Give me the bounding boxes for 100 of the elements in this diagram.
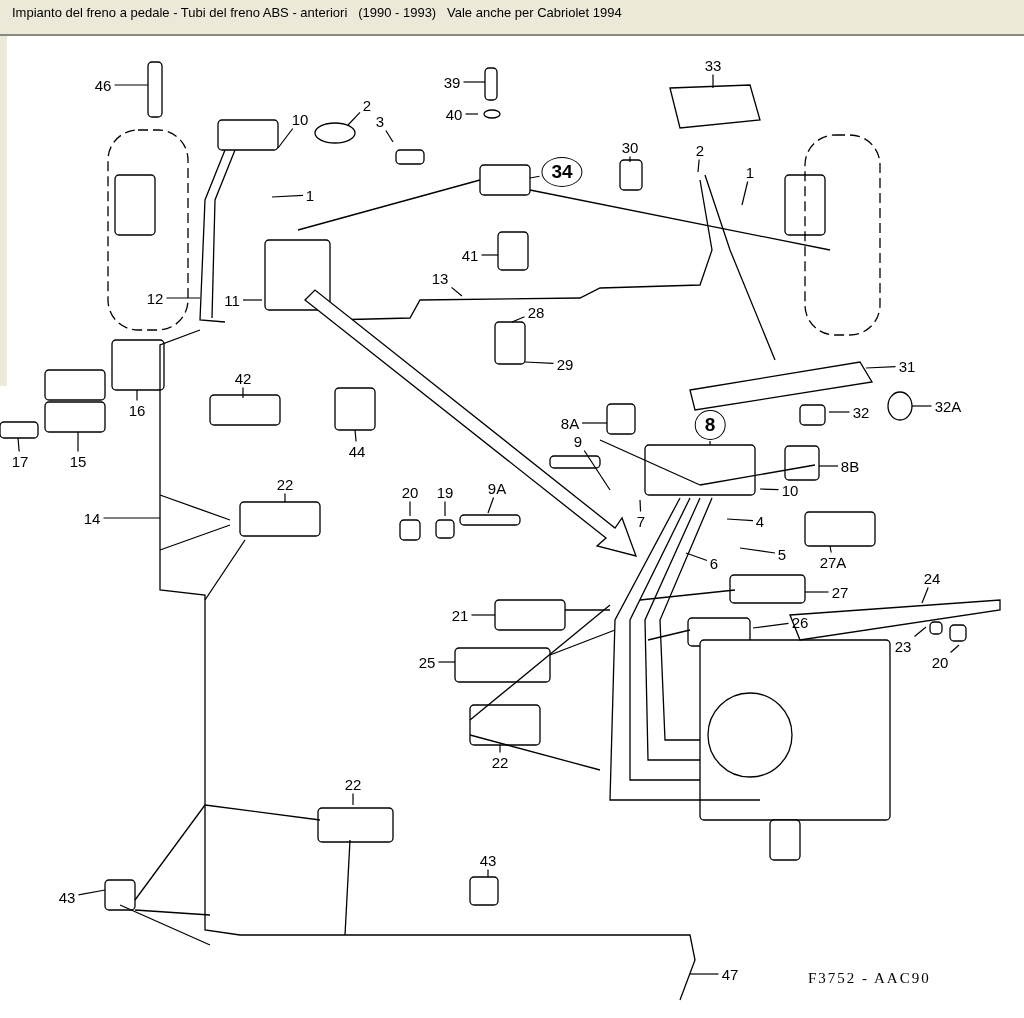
circled-callout-number: 34 xyxy=(541,157,583,187)
callout-number: 24 xyxy=(922,569,942,587)
callout-number: 23 xyxy=(893,637,913,655)
leader-line xyxy=(450,286,463,297)
leader-line xyxy=(828,411,851,413)
leader-line xyxy=(818,465,839,467)
leader-line xyxy=(921,586,929,604)
leader-line xyxy=(165,297,201,299)
callout-number: 41 xyxy=(460,246,480,264)
leader-line xyxy=(347,111,361,126)
leader-line xyxy=(242,299,263,301)
leader-line xyxy=(499,744,501,754)
callout-number: 22 xyxy=(490,753,510,771)
leader-line xyxy=(487,868,489,878)
callout-number: 33 xyxy=(703,56,723,74)
callout-number: 17 xyxy=(10,452,30,470)
leader-line xyxy=(759,488,780,491)
leader-line xyxy=(464,113,479,115)
leader-line xyxy=(524,361,555,365)
callout-number: 15 xyxy=(68,452,88,470)
callout-number: 21 xyxy=(450,606,470,624)
leader-line xyxy=(462,81,486,83)
callout-number: 9 xyxy=(572,432,584,450)
leader-line xyxy=(913,626,927,638)
leader-line xyxy=(950,644,960,654)
callout-number: 27A xyxy=(818,553,848,571)
callout-number: 25 xyxy=(417,653,437,671)
leader-line xyxy=(470,614,496,616)
callout-number: 9A xyxy=(486,479,508,497)
callout-number: 22 xyxy=(343,775,363,793)
callout-number: 42 xyxy=(233,369,253,387)
callout-number: 1 xyxy=(744,163,756,181)
callout-number: 10 xyxy=(780,481,800,499)
callout-number: 6 xyxy=(708,554,720,572)
leader-line xyxy=(409,500,411,517)
leader-line xyxy=(480,254,499,256)
callout-number: 1 xyxy=(304,186,316,204)
leader-line xyxy=(136,389,138,402)
leader-line xyxy=(77,889,106,896)
leader-line xyxy=(354,429,357,443)
callout-number: 4 xyxy=(754,512,766,530)
leader-line xyxy=(437,661,456,663)
leader-line xyxy=(444,500,446,517)
callout-number: 5 xyxy=(776,545,788,563)
callout-number: 20 xyxy=(400,483,420,501)
callout-number: 2 xyxy=(361,96,373,114)
leader-line xyxy=(709,440,711,446)
leader-line xyxy=(739,547,776,554)
callout-number: 27 xyxy=(830,583,850,601)
callout-number: 13 xyxy=(430,269,450,287)
leader-line xyxy=(242,386,244,399)
drawing-number: F3752 - AAC90 xyxy=(808,970,931,987)
callout-number: 46 xyxy=(93,76,113,94)
leader-line xyxy=(752,622,790,629)
callout-number: 19 xyxy=(435,483,455,501)
leader-line xyxy=(385,129,394,143)
callout-number: 30 xyxy=(620,138,640,156)
callout-number: 26 xyxy=(790,613,810,631)
leader-line xyxy=(712,73,714,89)
callout-number: 7 xyxy=(635,512,647,530)
leader-line xyxy=(726,518,754,522)
leader-line xyxy=(697,158,700,173)
leader-line xyxy=(685,552,708,562)
callout-number: 28 xyxy=(526,303,546,321)
leader-line xyxy=(639,499,642,513)
leader-line xyxy=(17,437,20,453)
callout-number: 10 xyxy=(290,110,310,128)
callout-number: 8A xyxy=(559,414,581,432)
callout-number: 44 xyxy=(347,442,367,460)
leader-line xyxy=(487,496,495,514)
callout-number: 22 xyxy=(275,475,295,493)
callout-number: 12 xyxy=(145,289,165,307)
callout-number: 43 xyxy=(478,851,498,869)
leader-line xyxy=(865,365,897,369)
callout-number: 29 xyxy=(555,355,575,373)
leader-line xyxy=(284,492,286,503)
callout-number: 2 xyxy=(694,141,706,159)
leader-line xyxy=(629,155,631,163)
leader-line xyxy=(581,422,608,424)
leader-line xyxy=(102,517,161,519)
callout-number: 14 xyxy=(82,509,102,527)
title: Impianto del freno a pedale - Tubi del freno ABS - anteriori (1990 - 1993) Vale anche per Cabriolet 1994 xyxy=(12,5,622,20)
callout-number: 20 xyxy=(930,653,950,671)
callout-number: 32 xyxy=(851,403,871,421)
callout-number: 47 xyxy=(720,965,740,983)
callout-number: 32A xyxy=(933,397,963,415)
callout-number: 43 xyxy=(57,888,77,906)
leader-line xyxy=(113,84,149,86)
callout-number: 16 xyxy=(127,401,147,419)
callout-number: 3 xyxy=(374,112,386,130)
leader-line xyxy=(529,175,541,179)
leader-line xyxy=(829,545,832,554)
leader-line xyxy=(277,127,294,149)
callout-number: 39 xyxy=(442,73,462,91)
callout-number: 8B xyxy=(839,457,861,475)
leader-line xyxy=(511,316,526,323)
circled-callout-number: 8 xyxy=(694,410,726,440)
leader-line xyxy=(271,194,304,198)
leader-line xyxy=(352,792,354,806)
callout-number: 11 xyxy=(223,291,241,309)
